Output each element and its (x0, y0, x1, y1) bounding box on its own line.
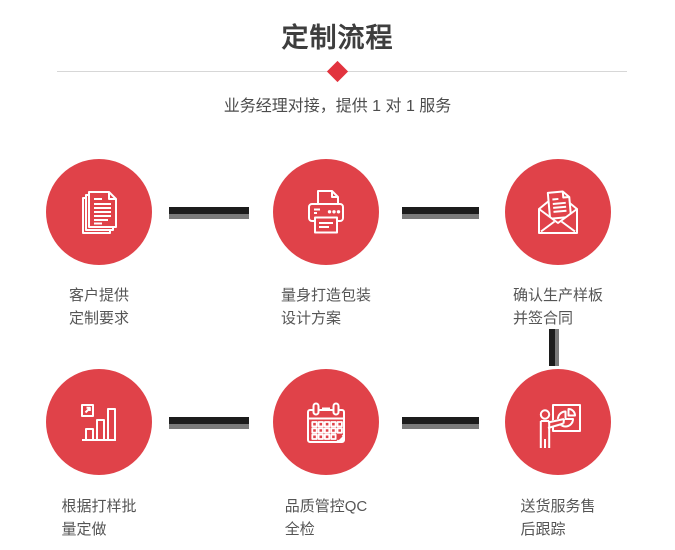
step-circle-4 (46, 369, 152, 475)
step-circle-5 (273, 369, 379, 475)
connector-step3-step6 (549, 329, 559, 366)
step-circle-6 (505, 369, 611, 475)
envelope-icon (538, 190, 578, 234)
connector-step1-step2 (169, 207, 249, 219)
printer-icon (308, 190, 344, 234)
step-label-5: 品质管控QC 全检 (284, 498, 368, 538)
step-circle-1 (46, 159, 152, 265)
calendar-icon (307, 402, 345, 443)
connector-step5-step6 (402, 417, 479, 429)
step-label-2: 量身打造包装 设计方案 (280, 287, 371, 327)
step-circle-2 (273, 159, 379, 265)
presenter-icon (539, 404, 581, 448)
step-label-4: 根据打样批 量定做 (61, 498, 137, 538)
documents-icon (82, 191, 117, 234)
step-label-6: 送货服务售 后跟踪 (520, 498, 596, 538)
step-label-1: 客户提供 定制要求 (68, 287, 129, 327)
bar-chart-icon (81, 404, 116, 441)
connector-step2-step3 (402, 207, 479, 219)
step-circle-3 (505, 159, 611, 265)
step-label-3: 确认生产样板 并签合同 (512, 287, 603, 327)
diamond-icon (326, 60, 349, 83)
page-title: 定制流程 (281, 23, 394, 53)
connector-step4-step5 (169, 417, 249, 429)
section-subtitle: 业务经理对接，提供 1 对 1 服务 (223, 98, 452, 115)
